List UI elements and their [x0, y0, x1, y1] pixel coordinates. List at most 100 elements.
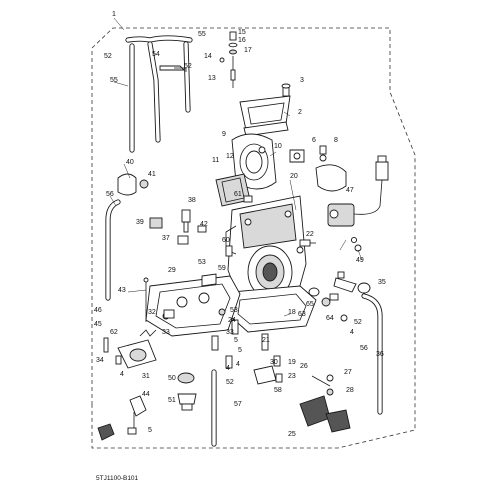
callout-number: 38 [188, 197, 196, 204]
callout-number: 10 [274, 143, 282, 150]
callout-number: 42 [200, 221, 208, 228]
callout-number: 11 [212, 157, 219, 164]
callout-number: 24 [228, 317, 236, 324]
callout-number: 34 [96, 357, 104, 364]
callout-number: 3 [300, 77, 304, 84]
callout-number: 52 [104, 53, 112, 60]
callout-number: 36 [376, 351, 384, 358]
callout-number: 33 [226, 329, 234, 336]
float-chamber-part [229, 285, 317, 333]
callout-number: 5 [148, 427, 152, 434]
callout-number: 53 [198, 259, 206, 266]
callout-number: 49 [356, 257, 364, 264]
callout-number: 52 [354, 319, 362, 326]
callout-number: 4 [350, 329, 354, 336]
callout-number: 20 [290, 173, 298, 180]
screw-part-22 [299, 239, 316, 247]
callout-number: 12 [226, 153, 234, 160]
callout-number: 27 [344, 369, 352, 376]
callout-number: 22 [306, 231, 314, 238]
callout-number: 8 [334, 137, 338, 144]
callout-number: 60 [222, 237, 230, 244]
callout-number: 18 [288, 309, 296, 316]
bolt-part-8 [319, 145, 327, 162]
callout-number: 41 [148, 171, 156, 178]
stacked-small-parts [219, 31, 238, 88]
callout-number: 56 [106, 191, 114, 198]
callout-number: 51 [168, 397, 176, 404]
callout-number: 5 [238, 347, 242, 354]
small-parts-63-65 [308, 287, 348, 322]
callout-number: 64 [326, 315, 334, 322]
lever-part-44 [127, 395, 147, 435]
part-code-label: 5TJ1100-B101 [96, 475, 139, 482]
callout-number: 1 [112, 11, 116, 18]
callout-number: 23 [288, 373, 296, 380]
callout-number: 54 [152, 51, 160, 58]
callout-number: 46 [94, 307, 102, 314]
callout-number: 33 [162, 329, 170, 336]
leader-lines [109, 17, 363, 317]
callout-number: 30 [270, 359, 278, 366]
callout-number: 4 [120, 371, 124, 378]
callout-number: 57 [234, 401, 242, 408]
callout-number: 44 [142, 391, 150, 398]
callout-number: 58 [274, 387, 282, 394]
callout-number: 61 [234, 191, 242, 198]
top-cover-part-2 [239, 95, 291, 137]
small-parts-53-61 [201, 195, 253, 287]
clip-part-52-top [174, 67, 187, 72]
callout-number: 43 [118, 287, 126, 294]
callout-number: 59 [218, 265, 226, 272]
carburetor-body [225, 195, 307, 305]
callout-number: 37 [162, 235, 170, 242]
accelerator-pump-part-34 [103, 329, 157, 369]
callout-number: 47 [346, 187, 354, 194]
callout-number: 29 [168, 267, 176, 274]
callout-number: 4 [236, 361, 240, 368]
vent-hoses-top [125, 35, 193, 153]
float-bowl-part-29 [145, 275, 241, 337]
callout-number: 4 [226, 365, 230, 372]
needle-part-43 [143, 277, 149, 322]
callout-number: 16 [238, 37, 246, 44]
callout-number: 45 [94, 321, 102, 328]
callout-number: 62 [110, 329, 118, 336]
screw-parts-19-23 [273, 355, 283, 383]
callout-number: 52 [184, 63, 192, 70]
callout-number: 39 [136, 219, 144, 226]
overflow-hose-right [361, 293, 383, 415]
callout-number: 53 [230, 307, 238, 314]
callout-number: 63 [298, 311, 306, 318]
callout-number: 31 [142, 373, 150, 380]
cover-part-25 [299, 395, 351, 433]
callout-number: 40 [126, 159, 134, 166]
callout-number: 5 [234, 337, 238, 344]
callout-number: 56 [360, 345, 368, 352]
plug-part-58 [253, 365, 277, 385]
callout-number: 19 [288, 359, 296, 366]
drain-hose-left [105, 199, 121, 301]
callout-number: 35 [378, 279, 386, 286]
misc-parts-49 [354, 244, 362, 252]
callout-number: 13 [208, 75, 216, 82]
jet-parts-37-42 [149, 209, 207, 245]
plug-part-32 [163, 309, 175, 319]
callout-number: 52 [226, 379, 234, 386]
callout-number: 50 [168, 375, 176, 382]
callout-number: 55 [198, 31, 206, 38]
screw-parts-21-30 [211, 319, 269, 369]
callout-number: 2 [298, 109, 302, 116]
screw-part-3 [281, 83, 291, 97]
fwd-arrow-icon [97, 423, 115, 441]
callout-number: 14 [204, 53, 212, 60]
drain-parts-50-51 [177, 372, 197, 411]
callout-number: 25 [288, 431, 296, 438]
cable-parts-26-28 [311, 374, 334, 396]
callout-number: 26 [300, 363, 308, 370]
callout-number: 17 [244, 47, 252, 54]
adjuster-part-35 [333, 271, 371, 294]
callout-number: 9 [222, 131, 226, 138]
callout-number: 55 [110, 77, 118, 84]
